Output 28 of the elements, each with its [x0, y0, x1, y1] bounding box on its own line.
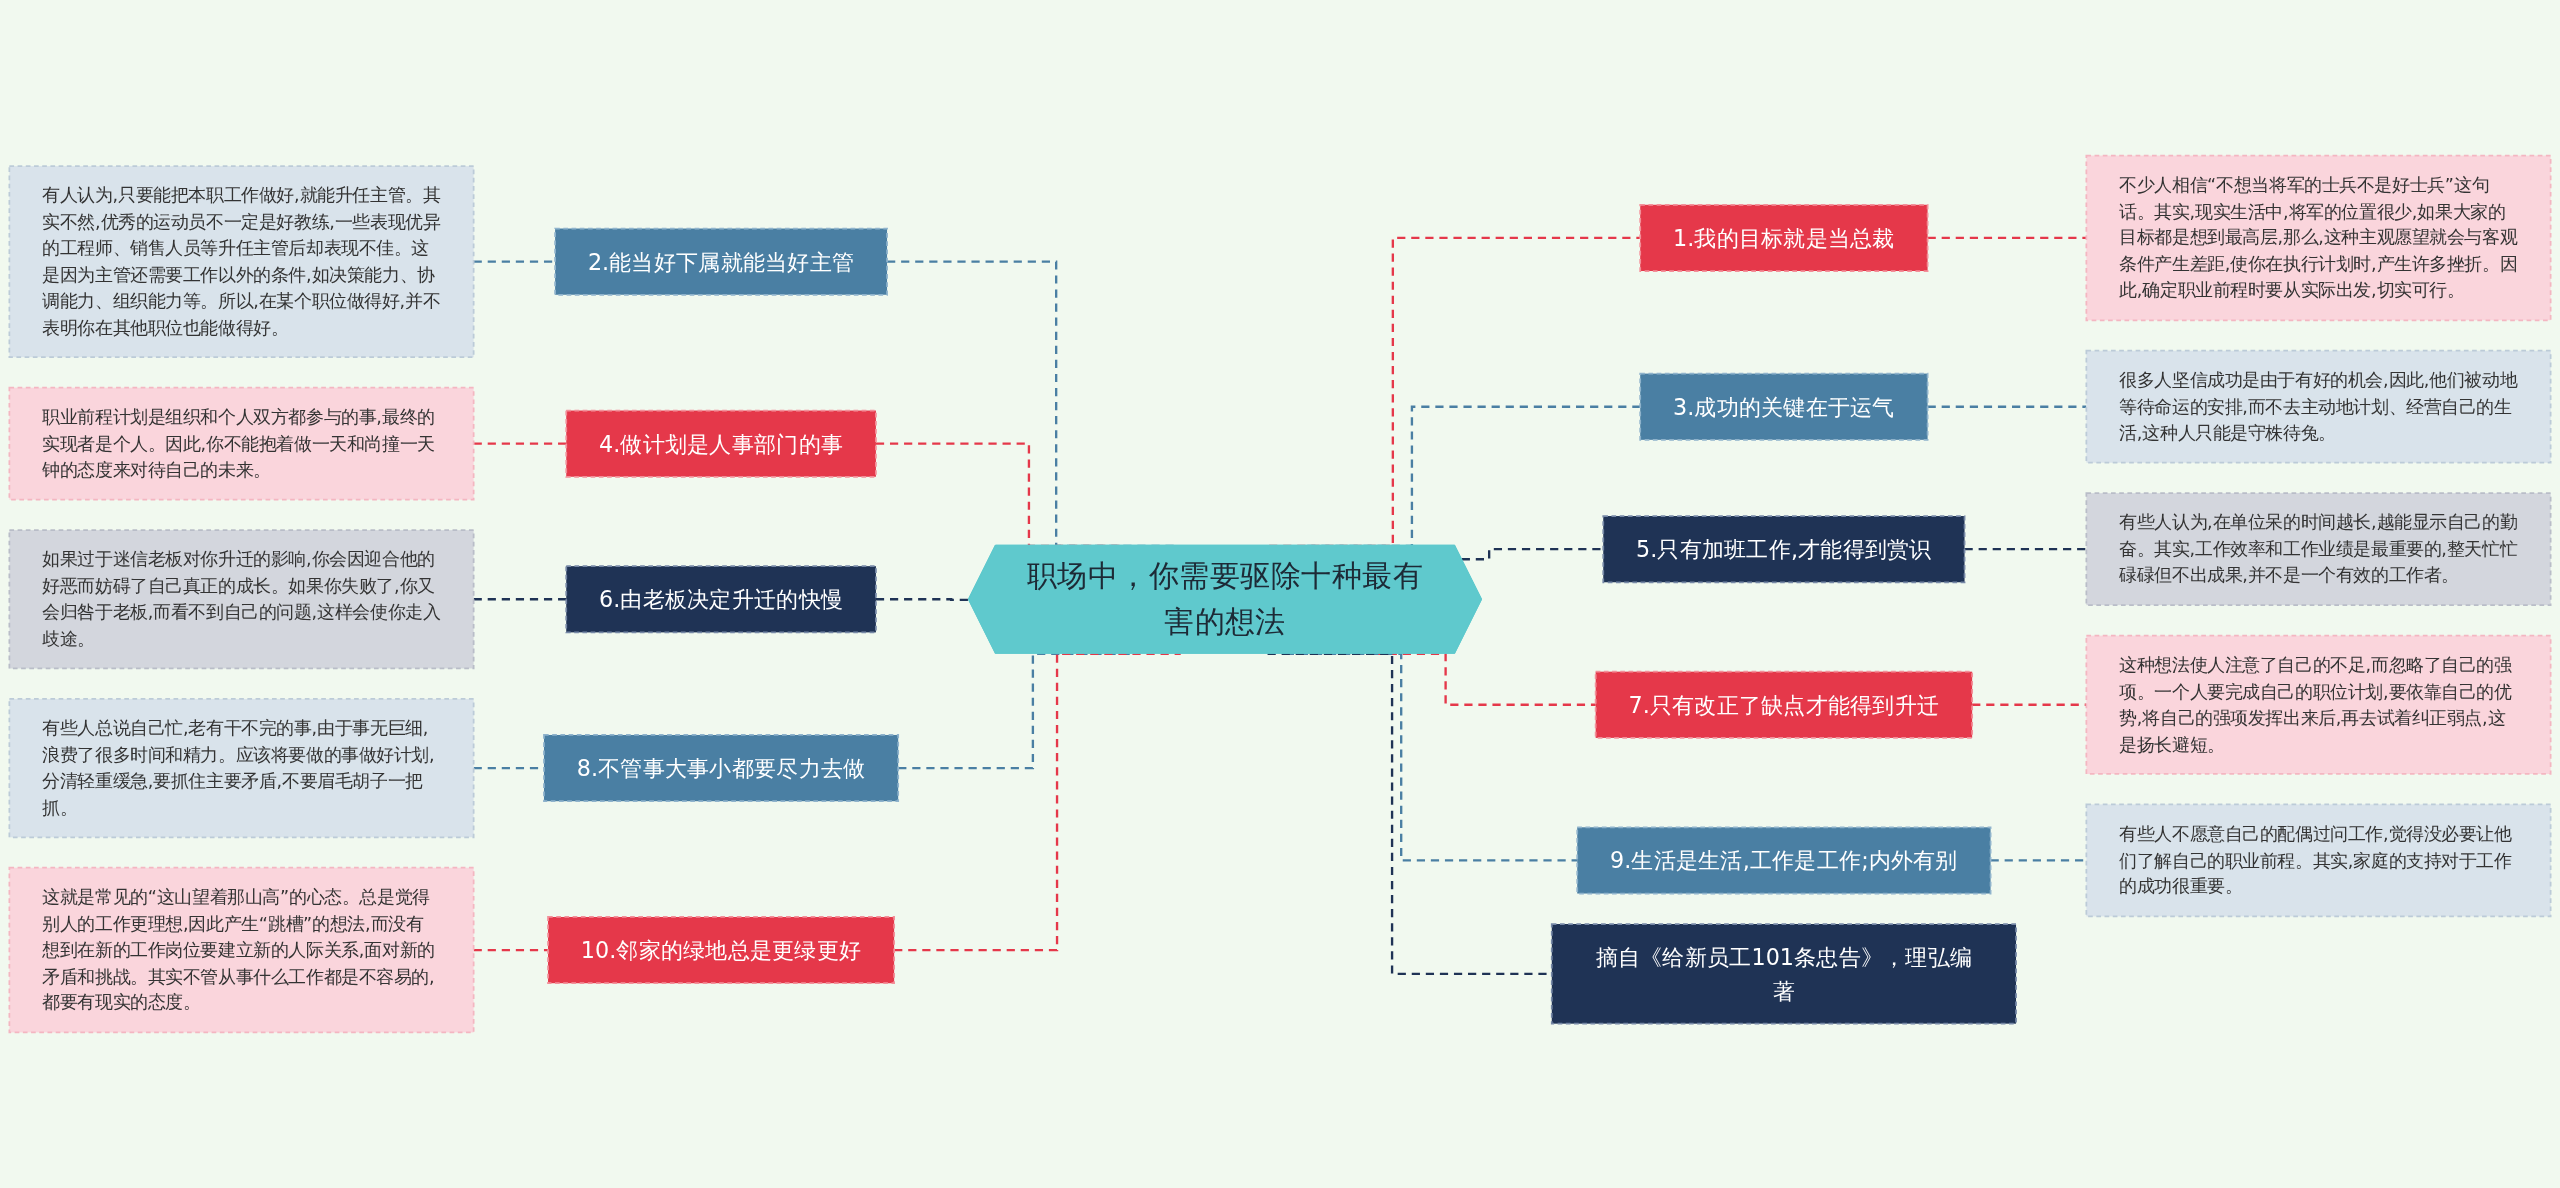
node-box: 如果过于迷信老板对你升迁的影响,你会因迎合他的好恶而妨碍了自己真正的成长。如果你失败了,你又会归咎于老板,而看不到自己的问题,这样会使你走入歧途。	[8, 529, 475, 670]
connector	[1927, 405, 2087, 408]
node-box: 4.做计划是人事部门的事	[565, 409, 877, 478]
node-box: 7.只有改正了缺点才能得到升迁	[1594, 670, 1974, 739]
connector	[473, 442, 567, 445]
node-box: 有些人认为,在单位呆的时间越长,越能显示自己的勤奋。其实,工作效率和工作业绩是最重要的,整天忙忙碌碌但不出成果,并不是一个有效的工作者。	[2085, 492, 2552, 606]
node-box: 1.我的目标就是当总裁	[1639, 203, 1929, 272]
node-box: 9.生活是生活,工作是工作;内外有别	[1576, 826, 1992, 895]
node-box: 10.邻家的绿地总是更绿更好	[547, 916, 895, 985]
connector	[473, 948, 549, 952]
node-box: 8.不管事大事小都要尽力去做	[543, 734, 900, 803]
node-box: 这就是常见的“这山望着那山高”的心态。总是觉得别人的工作更理想,因此产生“跳槽”的想法,而没有想到在新的工作岗位要建立新的人际关系,面对新的矛盾和挑战。其实不管从事什么工作都是不容易的,都要有现实的态度。	[8, 866, 475, 1034]
node-box: 很多人坚信成功是由于有好的机会,因此,他们被动地等待命运的安排,而不去主动地计划、经营自己的生活,这种人只能是守株待兔。	[2085, 349, 2552, 464]
node-box: 这种想法使人注意了自己的不足,而忽略了自己的强项。一个人要完成自己的职位计划,要依靠自己的优势,将自己的强项发挥出来后,再去试着纠正弱点,这是扬长避短。	[2085, 634, 2552, 775]
connector	[1964, 548, 2087, 551]
connector	[875, 598, 970, 602]
node-box: 有人认为,只要能把本职工作做好,就能升任主管。其实不然,优秀的运动员不一定是好教练,一些表现优异的工程师、销售人员等升任主管后却表现不佳。这是因为主管还需要工作以外的条件,如决策能力、协调能力、组织能力等。所以,在某个职位做得好,并不表明你在其他职位也能做得好。	[8, 165, 475, 359]
node-box: 有些人不愿意自己的配偶过问工作,觉得没必要让他们了解自己的职业前程。其实,家庭的支持对于工作的成功很重要。	[2085, 803, 2552, 918]
node-box: 有些人总说自己忙,老有干不完的事,由于事无巨细,浪费了很多时间和精力。应该将要做的事做好计划,分清轻重缓急,要抓住主要矛盾,不要眉毛胡子一把抓。	[8, 698, 475, 839]
node-box: 不少人相信“不想当将军的士兵不是好士兵”这句话。其实,现实生活中,将军的位置很少,如果大家的目标都是想到最高层,那么,这种主观愿望就会与客观条件产生差距,使你在执行计划时,产生许多挫折。因此,确定职业前程时要从实际出发,切实可行。	[2085, 154, 2552, 322]
connector	[473, 598, 567, 601]
node-box: 2.能当好下属就能当好主管	[554, 227, 888, 296]
node-box: 职业前程计划是组织和个人双方都参与的事,最终的实现者是个人。因此,你不能抱着做一天和尚撞一天钟的态度来对待自己的未来。	[8, 386, 475, 501]
node-box: 摘自《给新员工101条忠告》，理弘编著	[1550, 923, 2017, 1025]
node-box: 5.只有加班工作,才能得到赏识	[1602, 515, 1966, 584]
node-box: 3.成功的关键在于运气	[1639, 372, 1929, 441]
node-box: 6.由老板决定升迁的快慢	[565, 565, 877, 634]
connector	[1927, 236, 2087, 240]
